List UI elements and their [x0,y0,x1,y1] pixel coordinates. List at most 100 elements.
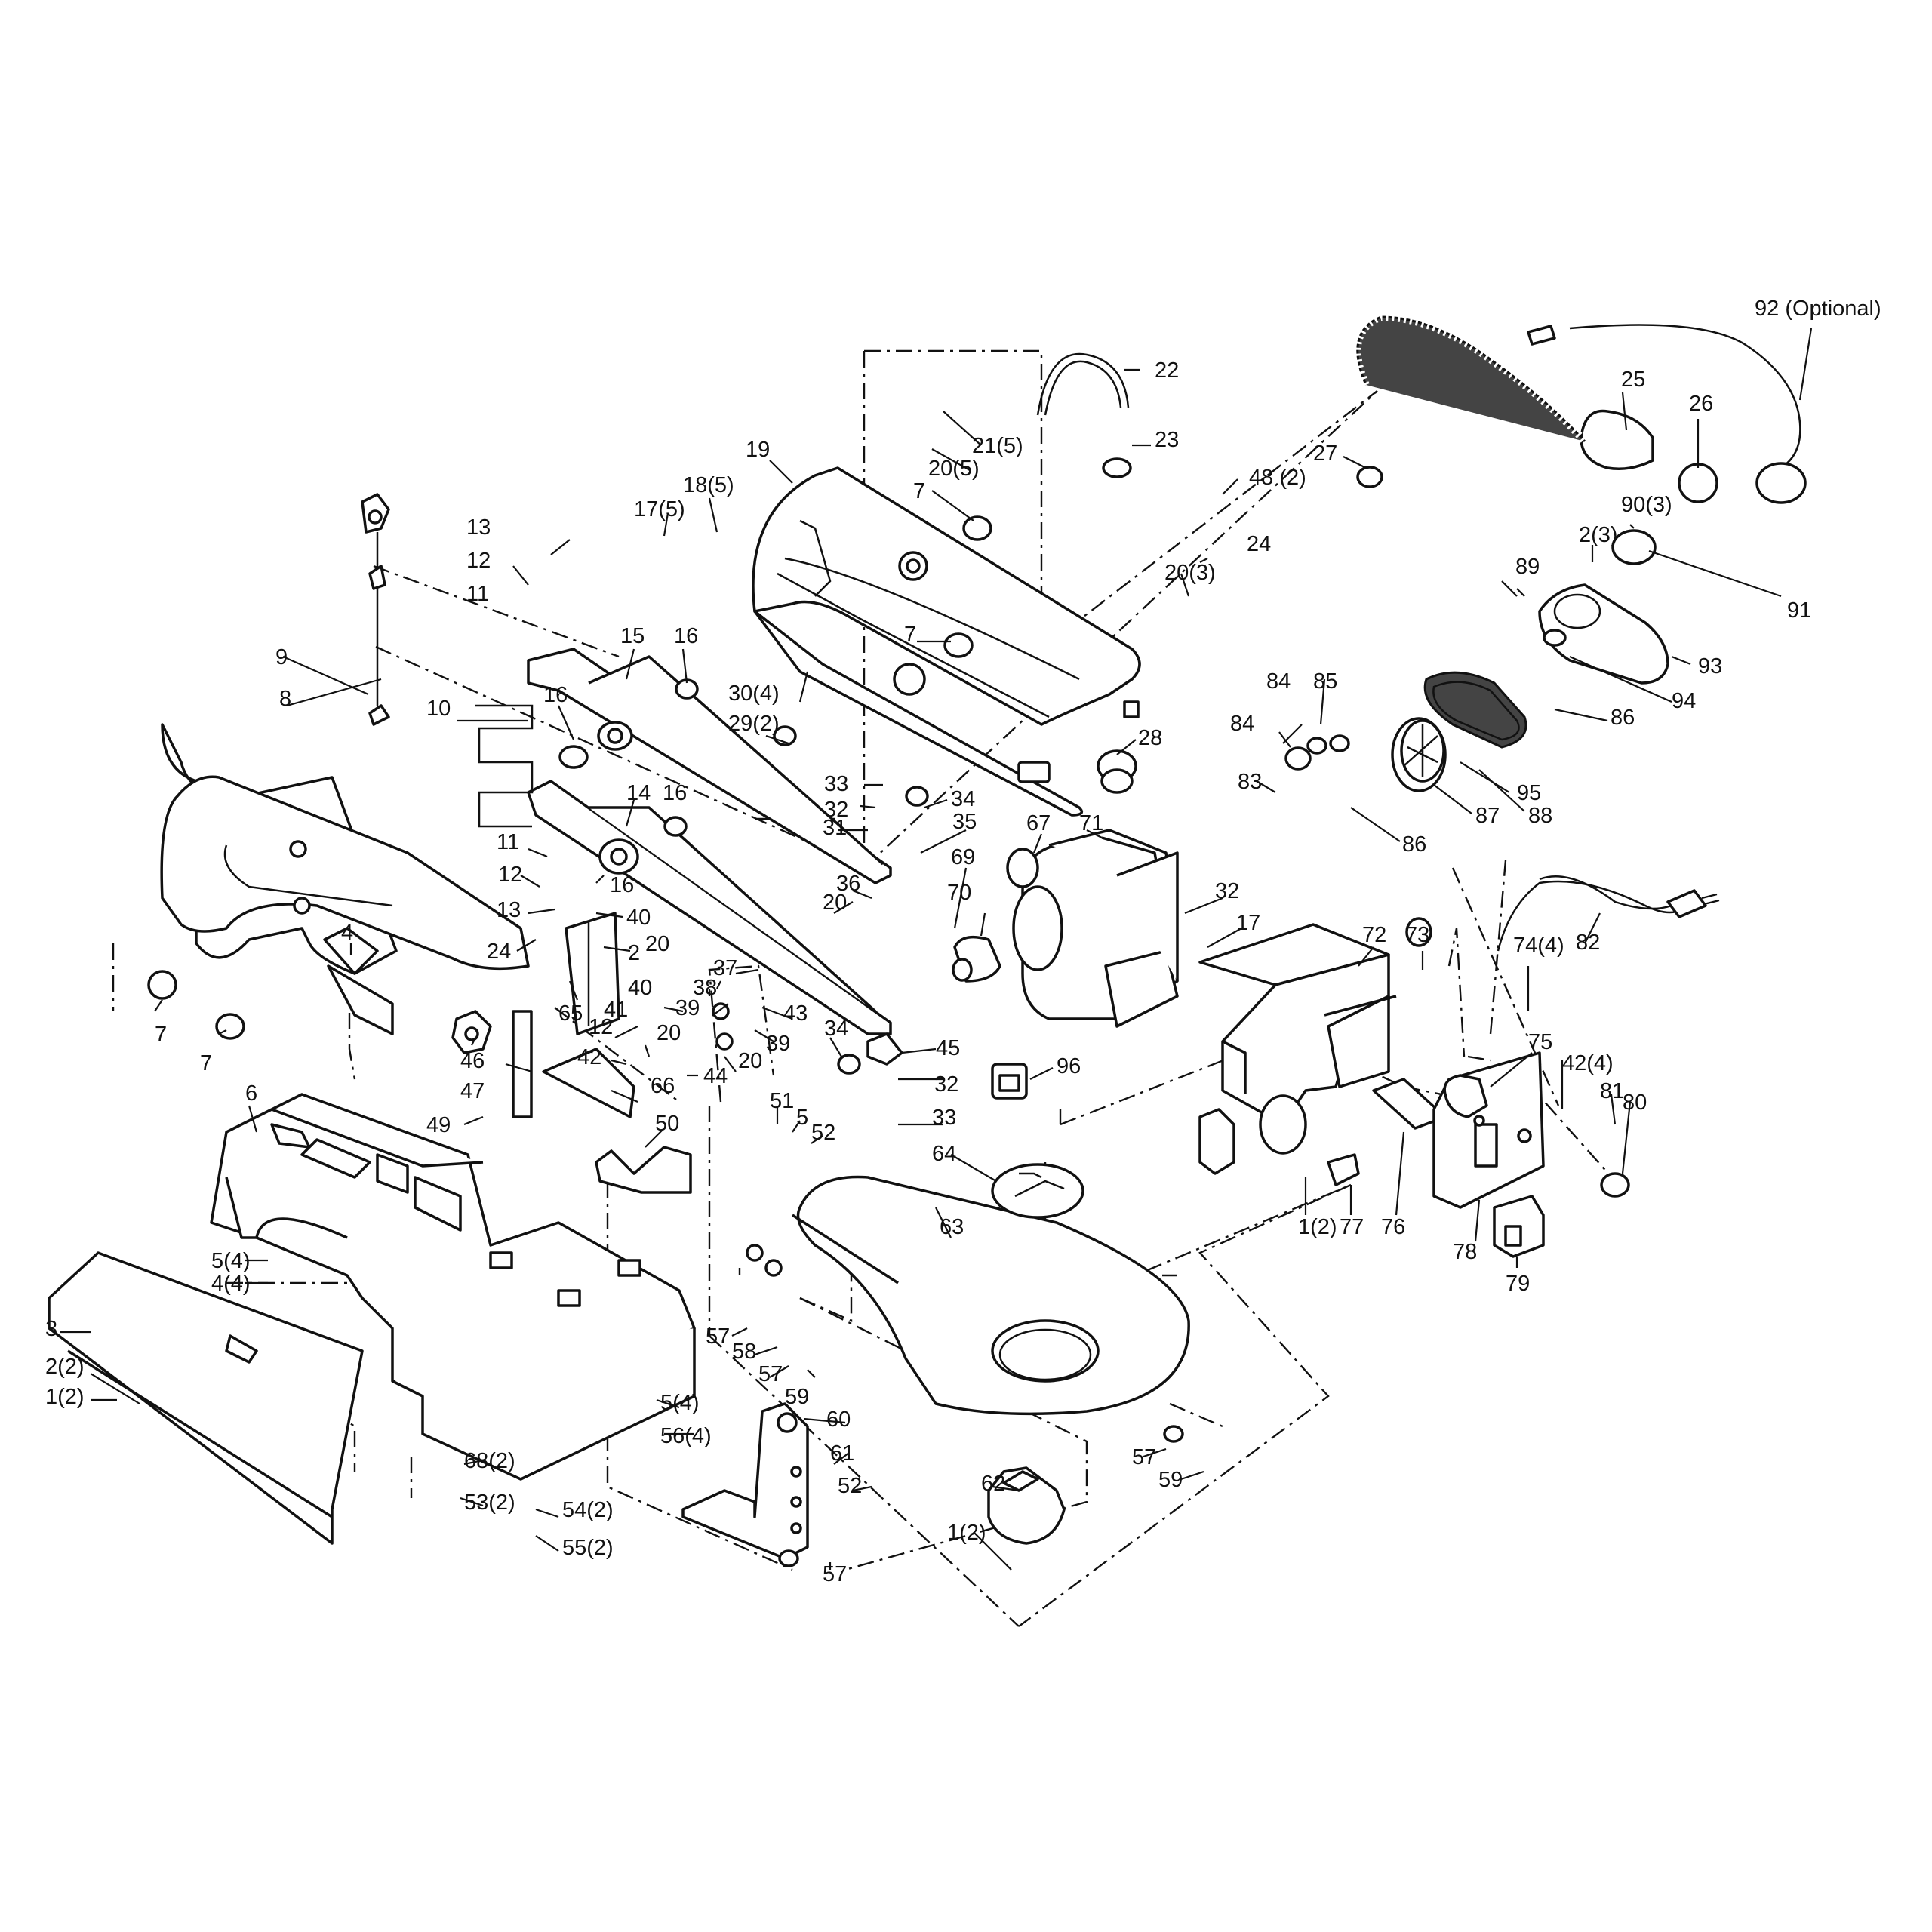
part-callout-label: 5(4) [660,1391,700,1415]
part-60-tilt-bracket [681,1402,809,1560]
part-callout-label: 45 [936,1036,960,1060]
part-callout-label: 69 [951,845,975,869]
part-callout-label: 14 [626,781,651,805]
part-callout-label: 38 [693,976,717,1000]
part-78-switch-plate [1432,1051,1545,1209]
part-callout-label: 88 [1528,804,1552,828]
part-79-switch [1493,1195,1545,1258]
part-callout-label: 24 [487,940,511,964]
part-callout-label: 81 [1600,1079,1624,1103]
part-72-motor-housing [1198,923,1397,1175]
part-87-pulley [1391,717,1447,792]
part-callout-label: 59 [785,1385,809,1409]
part-callout-label: 57 [758,1362,783,1386]
part-callout-label: 26 [1689,392,1713,416]
part-callout-label: 20 [823,891,847,915]
part-callout-label: 12 [589,1015,613,1039]
part-callout-label: 49 [426,1113,451,1137]
part-callout-label: 90(3) [1621,493,1672,517]
part-callout-label: 52 [811,1121,835,1145]
part-callout-label: 46 [460,1049,485,1073]
part-callout-label: 30(4) [728,681,780,706]
part-callout-label: 66 [651,1074,675,1098]
part-callout-label: 72 [1362,923,1386,947]
part-callout-label: 43 [783,1001,808,1026]
part-callout-label: 17 [1236,911,1260,935]
part-callout-label: 82 [1576,931,1600,955]
part-callout-label: 32 [1215,879,1239,903]
part-66-guard-arm [542,1048,635,1118]
part-callout-label: 75 [1528,1030,1552,1054]
part-callout-label: 6 [245,1081,257,1106]
part-64-table-insert [991,1163,1084,1219]
part-callout-label: 68(2) [464,1449,515,1473]
part-callout-label: 4 [341,921,353,945]
part-callout-label: 13 [466,515,491,540]
part-callout-label: 3 [45,1317,57,1341]
part-callout-label: 62 [981,1472,1005,1496]
part-callout-label: 1(2) [947,1521,986,1545]
part-callout-label: 70 [947,881,971,905]
part-callout-label: 92 (Optional) [1755,297,1881,321]
part-callout-label: 34 [951,787,975,811]
part-callout-label: 33 [932,1106,956,1130]
part-19-arm-cover-right [752,466,1141,817]
part-callout-label: 65 [558,1001,583,1026]
part-77-knob [1327,1153,1360,1186]
part-2-blade-guard [565,912,620,1035]
part-callout-label: 60 [826,1407,851,1432]
part-callout-label: 4(4) [211,1272,251,1296]
part-26-bulb [1678,463,1718,503]
part-callout-label: 95 [1517,781,1541,805]
part-callout-label: 40 [628,976,652,1000]
part-callout-label: 12 [466,549,491,573]
part-callout-label: 7 [200,1051,212,1075]
part-callout-label: 79 [1506,1272,1530,1296]
part-callout-label: 16 [610,873,634,897]
part-callout-label: 47 [460,1079,485,1103]
part-callout-label: 39 [675,996,700,1020]
part-callout-label: 44 [703,1064,728,1088]
part-46-knob [451,1010,492,1054]
part-22-blower-tube [1036,352,1130,416]
part-callout-label: 55(2) [562,1536,614,1560]
part-callout-label: 20(3) [1164,561,1216,585]
part-callout-label: 89 [1515,555,1540,579]
part-80-power-light [1600,1172,1630,1198]
part-callout-label: 85 [1313,669,1337,694]
part-callout-label: 11 [466,582,489,606]
part-callout-label: 39 [766,1032,790,1056]
part-callout-label: 57 [823,1562,847,1586]
part-callout-label: 35 [952,810,977,834]
part-callout-label: 42 [577,1045,601,1069]
part-14-lower-arm [527,780,892,1035]
part-callout-label: 84 [1230,712,1254,736]
part-callout-label: 56(4) [660,1424,712,1448]
part-callout-label: 1(2) [1298,1215,1337,1239]
part-callout-label: 15 [620,624,645,648]
part-callout-label: 5 [796,1106,808,1130]
part-callout-label: 10 [426,697,451,721]
part-callout-label: 63 [940,1215,964,1239]
part-95-belt [1423,671,1527,749]
part-callout-label: 59 [1158,1468,1183,1492]
part-callout-label: 61 [830,1441,854,1466]
part-callout-label: 83 [1238,770,1262,794]
part-callout-label: 48 (2) [1249,466,1306,490]
part-67-motor-spacer [1006,848,1039,888]
part-96-power-switch [991,1063,1028,1100]
part-callout-label: 1(2) [45,1385,85,1409]
part-callout-label: 41 [604,998,628,1022]
part-callout-label: 25 [1621,368,1645,392]
part-callout-label: 20(5) [928,457,980,481]
part-callout-label: 20 [657,1021,681,1045]
part-callout-label: 7 [155,1023,167,1047]
part-10-spring [475,704,534,828]
part-91-bushing [1611,529,1657,565]
part-callout-label: 37 [713,956,737,980]
part-callout-label: 40 [626,906,651,930]
part-callout-label: 53(2) [464,1491,515,1515]
part-92-lamp-cord [1527,324,1807,504]
part-28-bellows [1097,749,1137,794]
